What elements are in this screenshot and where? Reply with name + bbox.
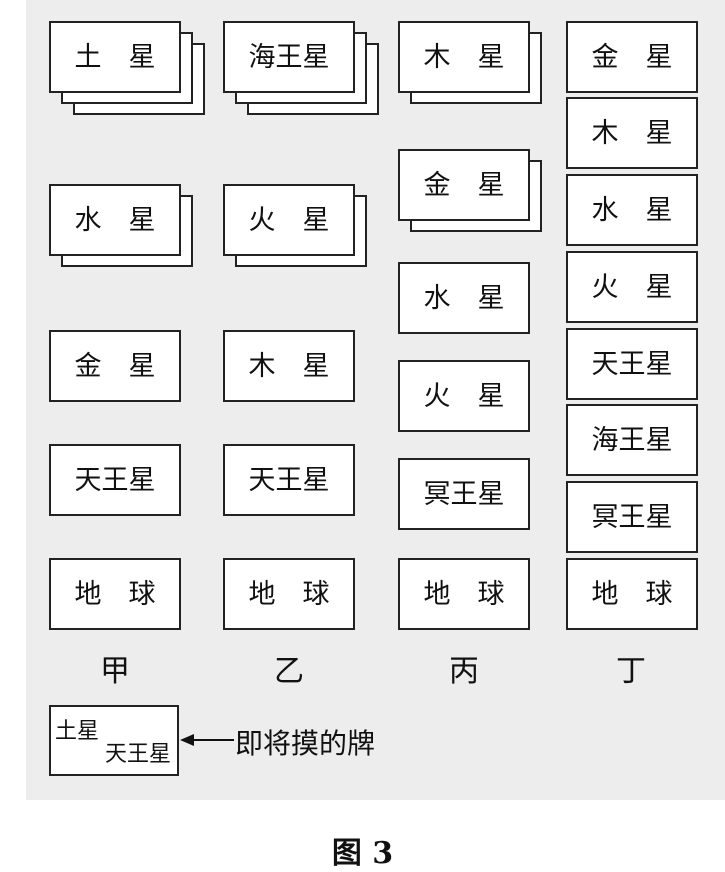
- planet-card: 水 星: [49, 184, 181, 256]
- planet-card: 冥王星: [398, 458, 530, 530]
- planet-card-text: 木 星: [248, 350, 330, 382]
- planet-card-text: 地 球: [248, 578, 330, 610]
- planet-card-text: 海王星: [248, 41, 330, 73]
- planet-card: 金 星: [566, 21, 698, 93]
- planet-card-text: 金 星: [74, 350, 156, 382]
- draw-card: 土星 天王星: [49, 705, 179, 776]
- planet-card-text: 水 星: [423, 282, 505, 314]
- planet-card: 地 球: [223, 558, 355, 630]
- planet-card-text: 火 星: [248, 204, 330, 236]
- planet-card-text: 地 球: [423, 578, 505, 610]
- planet-card-text: 水 星: [74, 204, 156, 236]
- planet-card: 火 星: [398, 360, 530, 432]
- draw-card-bottom-text: 天王星: [104, 742, 171, 767]
- planet-card: 地 球: [398, 558, 530, 630]
- planet-card-text: 木 星: [591, 117, 673, 149]
- planet-card: 地 球: [566, 558, 698, 630]
- planet-card: 地 球: [49, 558, 181, 630]
- planet-card: 冥王星: [566, 481, 698, 553]
- planet-card: 火 星: [223, 184, 355, 256]
- planet-card-text: 水 星: [591, 194, 673, 226]
- column-label-yi: 乙: [274, 654, 304, 689]
- planet-card-text: 地 球: [74, 578, 156, 610]
- column-label-bing: 丙: [449, 654, 479, 689]
- planet-card-text: 土 星: [74, 41, 156, 73]
- planet-card-text: 地 球: [591, 578, 673, 610]
- planet-card: 土 星: [49, 21, 181, 93]
- arrow-left-icon: [180, 734, 234, 746]
- planet-card-text: 木 星: [423, 41, 505, 73]
- planet-card-text: 天王星: [74, 464, 156, 496]
- column-label-jia: 甲: [100, 654, 130, 689]
- planet-card: 天王星: [49, 444, 181, 516]
- planet-card-text: 海王星: [591, 424, 673, 456]
- planet-card: 金 星: [49, 330, 181, 402]
- planet-card-text: 金 星: [591, 41, 673, 73]
- planet-card: 木 星: [566, 97, 698, 169]
- column-label-ding: 丁: [616, 654, 646, 689]
- planet-card: 天王星: [223, 444, 355, 516]
- planet-card: 金 星: [398, 149, 530, 221]
- figure-caption: 图 3: [331, 836, 394, 871]
- planet-card-text: 冥王星: [423, 478, 505, 510]
- planet-card-text: 天王星: [591, 348, 673, 380]
- planet-card: 天王星: [566, 328, 698, 400]
- planet-card: 海王星: [566, 404, 698, 476]
- planet-card: 海王星: [223, 21, 355, 93]
- planet-card-text: 火 星: [423, 380, 505, 412]
- planet-card: 水 星: [566, 174, 698, 246]
- planet-card-text: 冥王星: [591, 501, 673, 533]
- planet-card: 水 星: [398, 262, 530, 334]
- draw-card-top-text: 土星: [55, 719, 100, 744]
- planet-card: 木 星: [398, 21, 530, 93]
- planet-card: 火 星: [566, 251, 698, 323]
- planet-card-text: 金 星: [423, 169, 505, 201]
- planet-card: 木 星: [223, 330, 355, 402]
- draw-card-label: 即将摸的牌: [235, 727, 376, 760]
- planet-card-text: 天王星: [248, 464, 330, 496]
- planet-card-text: 火 星: [591, 271, 673, 303]
